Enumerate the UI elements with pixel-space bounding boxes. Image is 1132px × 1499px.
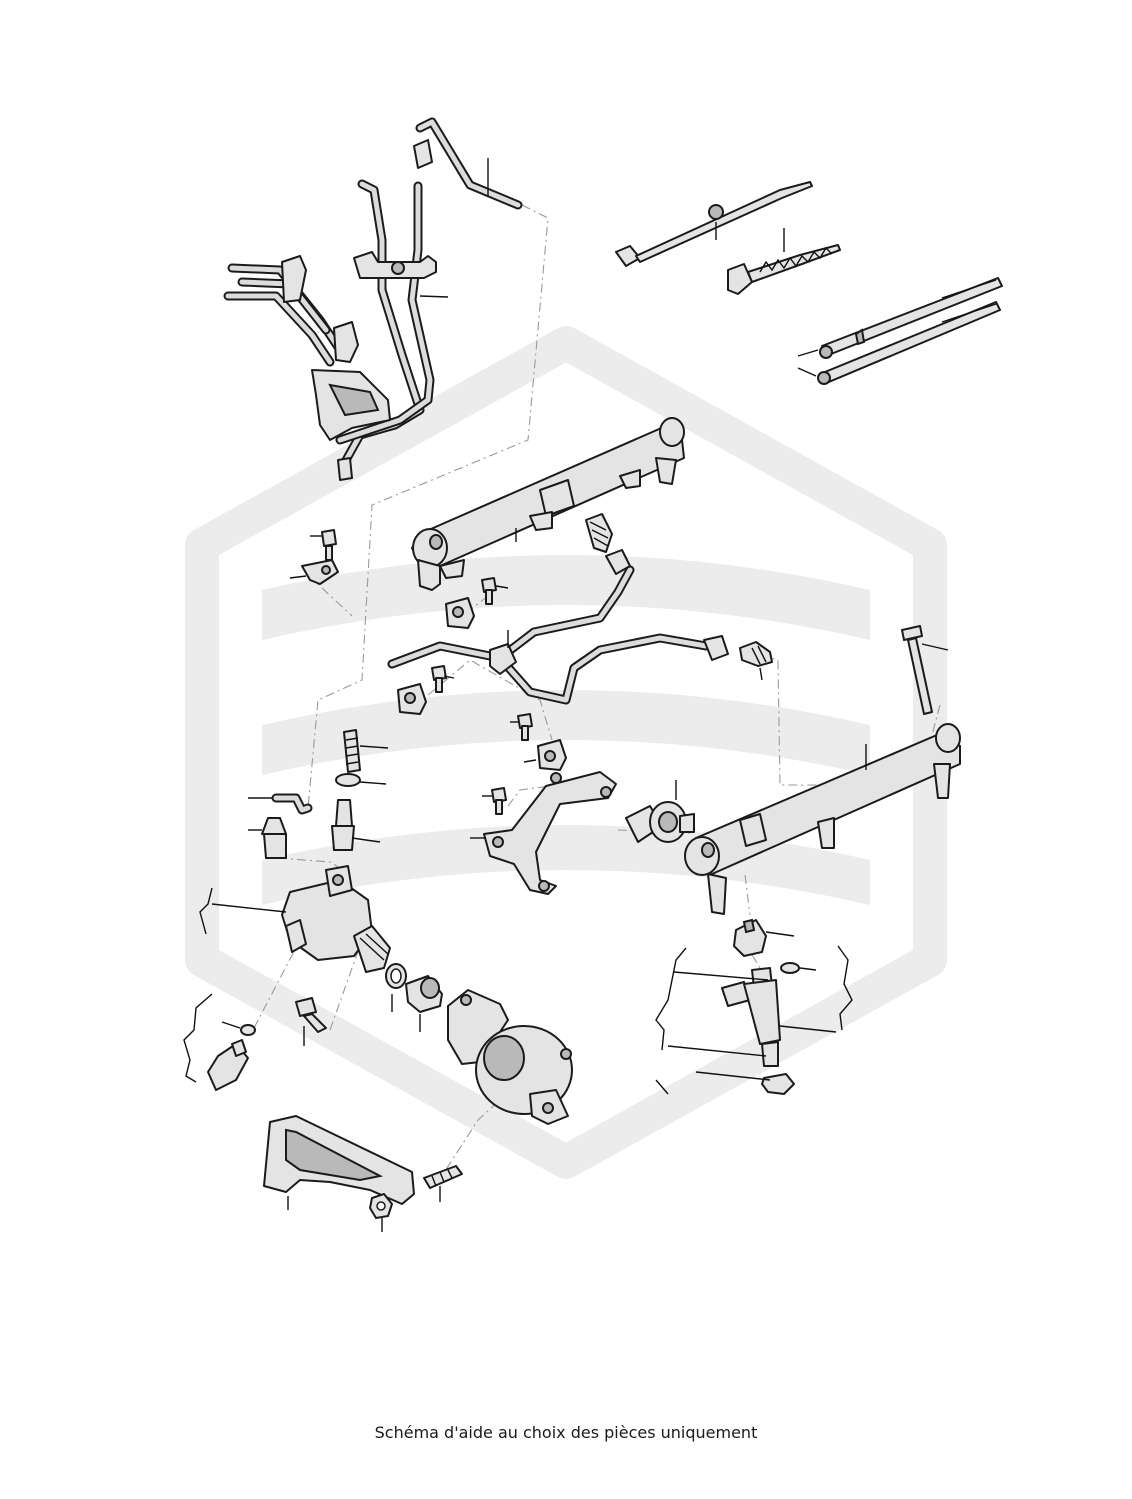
stud[interactable] <box>423 1165 463 1189</box>
leader-line <box>523 759 537 763</box>
flange-bolt[interactable] <box>295 997 327 1033</box>
union-fitting[interactable] <box>739 641 773 667</box>
leader-line <box>765 931 795 937</box>
pressure-relief-valve[interactable] <box>207 1039 249 1091</box>
threaded-nipple[interactable] <box>261 817 287 859</box>
bolt-small-2[interactable] <box>481 577 497 605</box>
bolt-small-5[interactable] <box>491 787 507 815</box>
bracket-line <box>655 947 687 1051</box>
pressure-sensor[interactable] <box>625 801 695 843</box>
leader-line <box>797 349 819 357</box>
banjo-union[interactable] <box>585 513 613 553</box>
diagram-caption: Schéma d'aide au choix des pièces unique… <box>374 1423 758 1442</box>
leader-line <box>351 837 381 843</box>
seal-washer[interactable] <box>240 1024 256 1036</box>
bolt-small-3[interactable] <box>431 665 447 693</box>
combustion-seal[interactable] <box>761 1073 795 1095</box>
elbow-hose[interactable] <box>271 793 313 815</box>
pump-housing[interactable] <box>447 989 573 1125</box>
leader-line <box>419 295 449 298</box>
bracket-line <box>199 887 213 935</box>
high-pressure-pump[interactable] <box>281 865 391 973</box>
pipe-clamp-plate[interactable] <box>301 559 339 585</box>
cable-tie-anchor[interactable] <box>615 181 813 267</box>
leader-line <box>799 967 817 971</box>
bracket-line <box>837 945 853 1031</box>
leader-line <box>221 1021 241 1029</box>
o-ring[interactable] <box>385 963 407 989</box>
spring-sleeve[interactable] <box>343 729 361 773</box>
pipe-clip-1[interactable] <box>445 597 475 629</box>
watermark-logo <box>185 326 947 1179</box>
bolt-small-1[interactable] <box>321 529 337 561</box>
hex-nut[interactable] <box>369 1193 393 1219</box>
pipe-clip-2[interactable] <box>397 683 427 715</box>
leader-line <box>667 1045 767 1057</box>
pipe-clip-3[interactable] <box>537 739 567 771</box>
fuel-injector[interactable] <box>721 967 781 1067</box>
leader-line <box>495 585 509 589</box>
bolt-small-4[interactable] <box>517 713 533 741</box>
leader-line <box>695 1071 771 1081</box>
leader-line <box>359 781 387 785</box>
fuel-rail-lower[interactable] <box>684 723 961 915</box>
leader-line <box>359 745 389 749</box>
leader-line <box>779 1025 837 1033</box>
bracket-line <box>183 993 213 1083</box>
injector-retainer-clip[interactable] <box>733 918 767 957</box>
hose-clamp[interactable] <box>335 773 361 787</box>
high-pressure-fuel-line[interactable] <box>387 549 729 705</box>
leader-line <box>797 367 817 377</box>
leader-line <box>759 667 763 681</box>
injector-seal-ring[interactable] <box>780 962 800 974</box>
leader-line <box>289 575 307 579</box>
cable-tie-straps[interactable] <box>817 277 1003 385</box>
cable-tie-clip[interactable] <box>727 244 841 295</box>
leader-line <box>673 971 769 981</box>
long-bolt[interactable] <box>901 625 933 715</box>
mounting-bracket[interactable] <box>483 771 617 895</box>
fuel-supply-pipe-assembly[interactable] <box>223 117 523 481</box>
hose-connector[interactable] <box>331 799 355 851</box>
bracket-line <box>655 1079 669 1095</box>
roller-tappet[interactable] <box>405 975 443 1013</box>
leader-line <box>211 903 287 913</box>
leader-line <box>443 675 455 679</box>
leader-line <box>921 643 949 651</box>
fuel-rail-upper[interactable] <box>411 417 685 591</box>
pump-support-plate[interactable] <box>263 1115 415 1205</box>
